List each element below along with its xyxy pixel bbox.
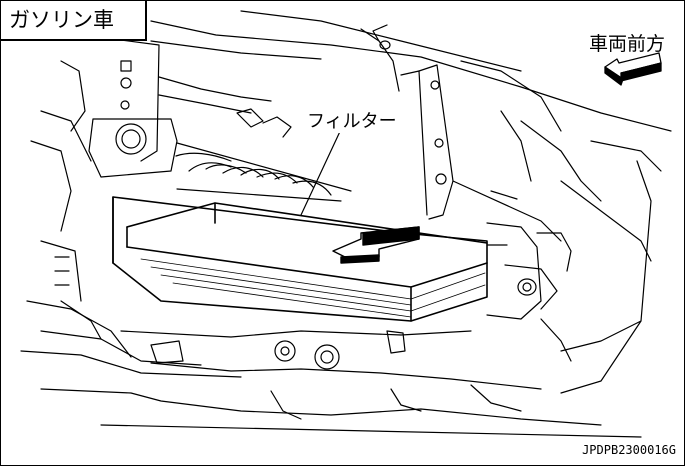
duct-assembly	[486, 190, 572, 320]
vehicle-type-label: ガソリン車	[1, 1, 147, 41]
figure-code: JPDPB2300016G	[582, 443, 676, 457]
right-bracket	[400, 64, 652, 394]
filter-element	[126, 246, 488, 322]
blower-housing	[158, 76, 352, 202]
vehicle-front-label: 車両前方	[589, 33, 666, 55]
lower-structure	[20, 240, 642, 438]
left-bracket	[30, 38, 178, 232]
insertion-arrow	[332, 226, 420, 264]
filter-leader-line	[300, 124, 344, 216]
filter-label: フィルター	[307, 107, 397, 133]
filter-case	[112, 196, 488, 322]
upper-structure	[150, 10, 672, 202]
vehicle-front-arrow	[604, 52, 662, 86]
